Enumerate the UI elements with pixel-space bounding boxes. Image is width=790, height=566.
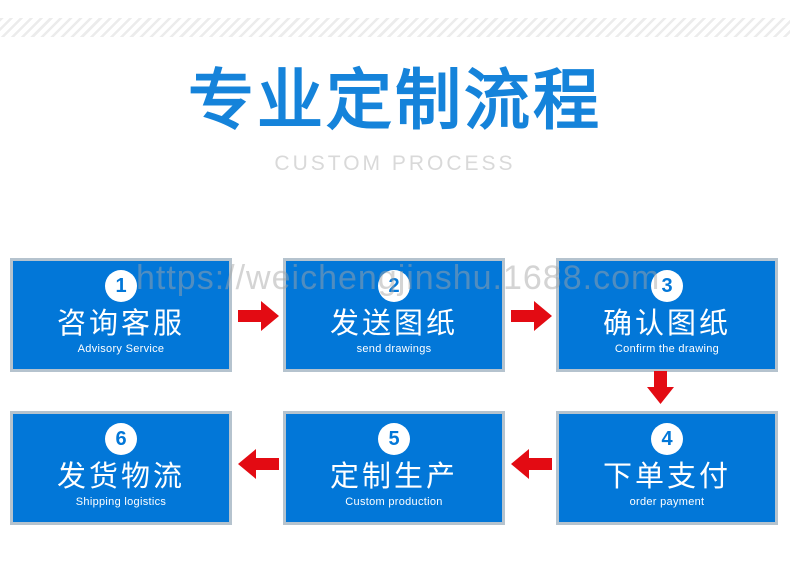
step-subtitle: Advisory Service [77,342,165,355]
step-box-2: 2 发送图纸 send drawings [283,258,505,372]
step-box-4: 4 下单支付 order payment [556,411,778,525]
page-subtitle: CUSTOM PROCESS [274,152,516,175]
step-number-badge: 2 [378,270,410,302]
step-title: 发货物流 [56,461,185,493]
step-number-badge: 6 [105,423,137,455]
step-title: 定制生产 [329,461,458,493]
watermark-url: https://weichengjinshu.1688.com [136,259,661,297]
step-subtitle: Custom production [345,495,443,508]
arrow-down-icon [647,371,674,404]
step-title: 下单支付 [602,461,731,493]
step-subtitle: send drawings [356,342,432,355]
page-title: 专业定制流程 [188,63,602,137]
step-title: 咨询客服 [56,308,185,340]
arrow-right-icon [511,300,552,332]
step-number-badge: 4 [651,423,683,455]
step-title: 发送图纸 [329,308,458,340]
step-box-5: 5 定制生产 Custom production [283,411,505,525]
striped-divider [0,18,790,37]
step-number-badge: 3 [651,270,683,302]
step-subtitle: Shipping logistics [75,495,167,508]
arrow-right-icon [238,300,279,332]
step-title: 确认图纸 [602,308,731,340]
step-subtitle: order payment [629,495,705,508]
step-box-3: 3 确认图纸 Confirm the drawing [556,258,778,372]
arrow-left-icon [511,448,552,480]
step-number-badge: 5 [378,423,410,455]
arrow-left-icon [238,448,279,480]
step-box-1: 1 咨询客服 Advisory Service [10,258,232,372]
step-box-6: 6 发货物流 Shipping logistics [10,411,232,525]
step-number-badge: 1 [105,270,137,302]
step-subtitle: Confirm the drawing [614,342,720,355]
